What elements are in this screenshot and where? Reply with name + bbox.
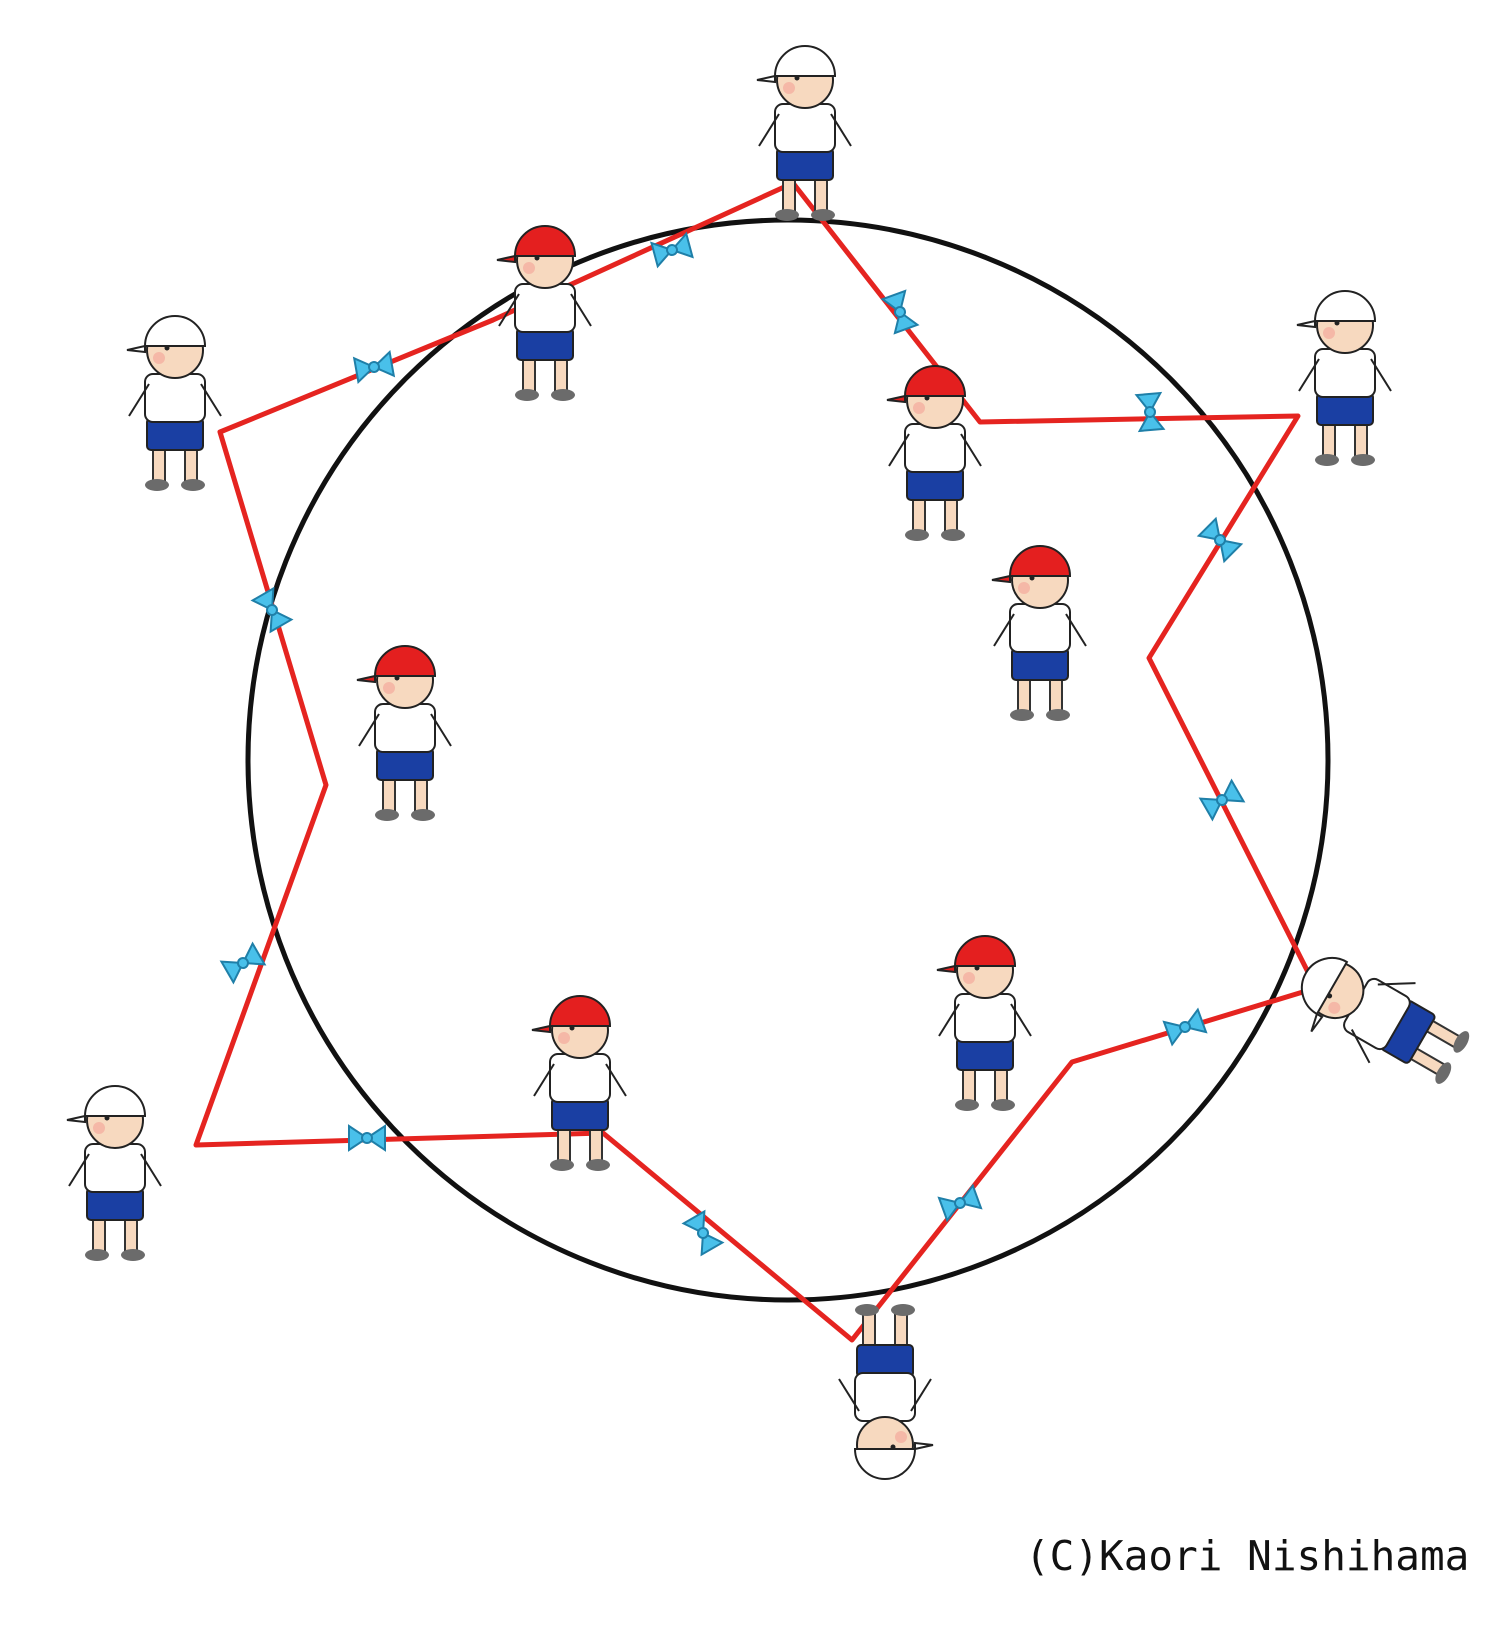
ribbon-icon [681,1209,725,1257]
child-white-cap [66,1085,162,1261]
child-red-cap [936,935,1032,1111]
child-red-cap [531,995,627,1171]
ribbon-icon [1196,516,1244,564]
child-white-cap [1296,290,1392,466]
copyright-credit: (C)Kaori Nishihama [1025,1532,1470,1580]
ribbon-icon [352,350,396,384]
ribbon-icon [1198,778,1246,822]
child-white-cap [838,1304,934,1480]
child-white-cap [1300,957,1470,1084]
ribbon-icon [250,586,294,634]
child-red-cap [496,225,592,401]
ribbon-icon [1162,1007,1208,1047]
ribbon-icon [650,231,694,269]
ribbon-icon [219,941,267,985]
rope [193,180,1319,1343]
child-white-cap [756,45,852,221]
ribbon-icon [880,289,920,335]
child-red-cap [356,645,452,821]
child-white-cap [126,315,222,491]
ribbon-icon [348,1124,386,1152]
ribbon-icon [937,1183,983,1223]
child-red-cap [886,365,982,541]
child-red-cap [991,545,1087,721]
ribbon-icon [1134,391,1166,433]
